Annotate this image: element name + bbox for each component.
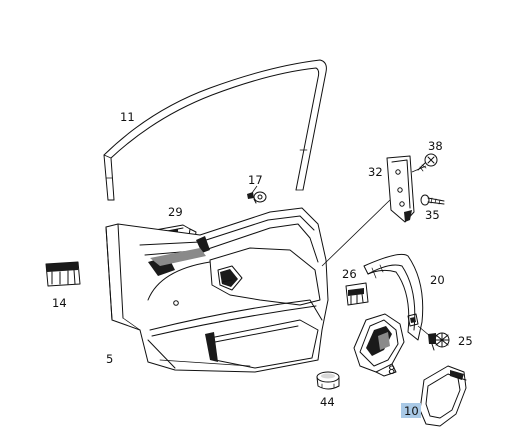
label-8: 8: [388, 363, 395, 377]
expansion-clip-17[interactable]: [247, 185, 267, 204]
label-35: 35: [425, 208, 440, 222]
plug-44[interactable]: [316, 371, 340, 390]
label-44: 44: [320, 395, 335, 409]
door-trim-panel-5[interactable]: [105, 207, 329, 373]
label-29: 29: [168, 205, 183, 219]
label-20: 20: [430, 273, 445, 287]
label-14: 14: [52, 296, 67, 310]
inner-door-handle-8[interactable]: [353, 313, 405, 377]
label-38: 38: [428, 139, 443, 153]
retaining-clip-14[interactable]: [45, 261, 81, 287]
handle-bezel-10[interactable]: [419, 365, 467, 427]
label-17: 17: [248, 173, 263, 187]
label-26: 26: [342, 267, 357, 281]
label-10: 10: [404, 404, 419, 418]
window-guide-seal[interactable]: [103, 59, 327, 201]
screw-38[interactable]: [411, 153, 438, 173]
part-labels: 11 17 29 14 5 38 32 35 26 20 25 8 44 10: [52, 110, 473, 418]
bolt-35[interactable]: [420, 194, 445, 206]
label-25: 25: [458, 334, 473, 348]
bracket-leader-line: [321, 199, 391, 267]
label-10-highlight: [401, 403, 421, 418]
mounting-bracket-32[interactable]: [386, 155, 415, 223]
label-5: 5: [106, 352, 113, 366]
label-11: 11: [120, 110, 135, 124]
clip-26[interactable]: [345, 282, 369, 306]
label-32: 32: [368, 165, 383, 179]
handle-trim-cover-20[interactable]: [363, 253, 424, 341]
expansion-nut-25[interactable]: [417, 325, 450, 351]
